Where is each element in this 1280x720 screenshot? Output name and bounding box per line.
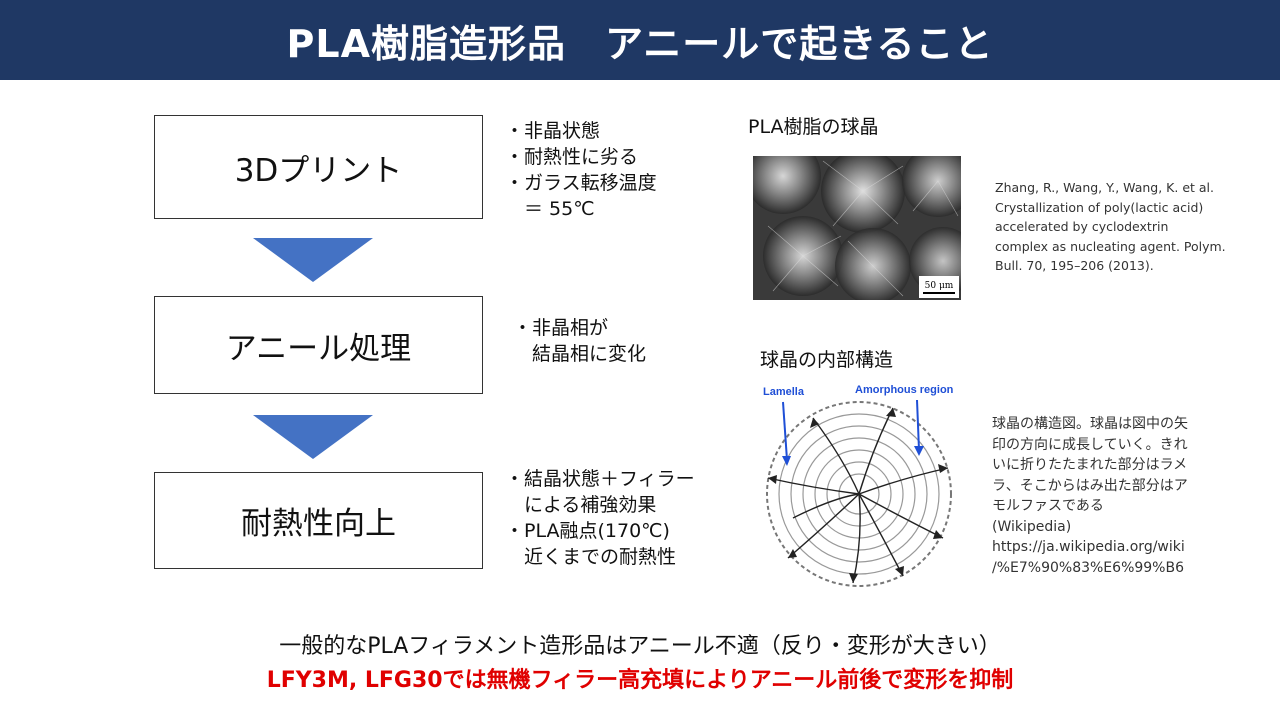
photo-reference: Zhang, R., Wang, Y., Wang, K. et al. Cry… (995, 178, 1226, 276)
note-line: による補強効果 (505, 494, 657, 516)
step-label: 耐熱性向上 (241, 506, 396, 542)
spherulite-structure-diagram: Lamella Amorphous region (763, 384, 954, 587)
conclusion-general: 一般的なPLAフィラメント造形品はアニール不適（反り・変形が大きい） (279, 634, 1001, 659)
note-line: ・PLA融点(170℃) (505, 520, 670, 542)
step-box-heat-resistance: 耐熱性向上 (154, 472, 483, 569)
description-line: モルファスである (992, 498, 1104, 514)
step-label: 3Dプリント (234, 152, 403, 189)
spherulite-micrograph: 50 μm (753, 156, 961, 300)
down-arrow-icon (253, 415, 373, 459)
reference-line: Crystallization of poly(lactic acid) (995, 199, 1204, 215)
amorphous-region-label: Amorphous region (855, 384, 954, 396)
note-line: 近くまでの耐熱性 (505, 546, 677, 568)
description-line: https://ja.wikipedia.org/wiki (992, 539, 1185, 555)
reference-line: Bull. 70, 195–206 (2013). (995, 258, 1154, 273)
description-line: いに折りたたまれた部分はラメ (992, 457, 1188, 473)
note-line: ＝ 55℃ (505, 198, 595, 220)
diagram-caption: 球晶の内部構造 (760, 349, 894, 371)
step-box-anneal: アニール処理 (154, 296, 483, 394)
diagram-description: 球晶の構造図。球晶は図中の矢 印の方向に成長していく。きれ いに折りたたまれた部… (992, 414, 1188, 578)
conclusion-highlight: LFY3M, LFG30では無機フィラー高充填によりアニール前後で変形を抑制 (266, 668, 1014, 693)
reference-line: complex as nucleating agent. Polym. (995, 238, 1226, 254)
slide-title: PLA樹脂造形品 アニールで起きること (286, 21, 994, 66)
note-line: ・非晶相が (513, 317, 609, 339)
note-line: ・ガラス転移温度 (505, 172, 657, 194)
notes-3d-print: ・非晶状態 ・耐熱性に劣る ・ガラス転移温度 ＝ 55℃ (505, 118, 657, 222)
description-line: /%E7%90%83%E6%99%B6 (992, 559, 1184, 576)
note-line: ・非晶状態 (505, 120, 601, 142)
notes-heat-resistance: ・結晶状態＋フィラー による補強効果 ・PLA融点(170℃) 近くまでの耐熱性 (505, 466, 695, 570)
reference-line: accelerated by cyclodextrin (995, 219, 1169, 234)
photo-caption: PLA樹脂の球晶 (748, 116, 879, 138)
description-line: 球晶の構造図。球晶は図中の矢 (992, 416, 1188, 432)
step-box-3d-print: 3Dプリント (154, 115, 483, 219)
lamella-label: Lamella (763, 386, 805, 398)
description-line: 印の方向に成長していく。きれ (992, 436, 1188, 453)
description-line: (Wikipedia) (992, 518, 1072, 535)
down-arrow-icon (253, 238, 373, 282)
note-line: ・結晶状態＋フィラー (505, 468, 695, 490)
title-bar: PLA樹脂造形品 アニールで起きること (0, 0, 1280, 80)
step-label: アニール処理 (225, 330, 412, 367)
notes-anneal: ・非晶相が 結晶相に変化 (513, 315, 646, 367)
note-line: 結晶相に変化 (513, 343, 647, 365)
scale-bar-label: 50 μm (925, 281, 954, 291)
description-line: ラ、そこからはみ出た部分はア (992, 477, 1188, 494)
note-line: ・耐熱性に劣る (505, 146, 639, 168)
reference-line: Zhang, R., Wang, Y., Wang, K. et al. (995, 180, 1214, 195)
